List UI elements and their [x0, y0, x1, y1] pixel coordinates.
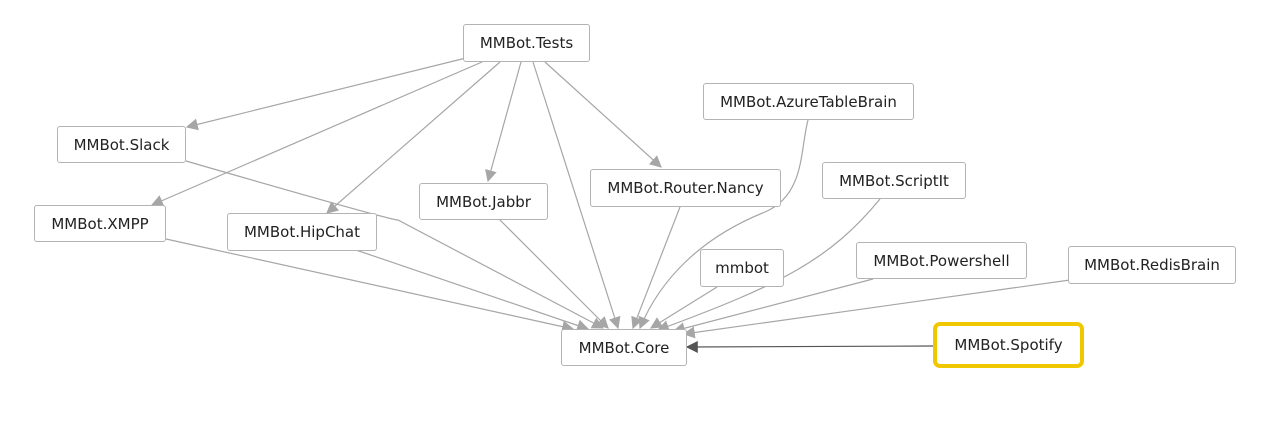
edge-azure-table-brain-to-core — [638, 119, 809, 330]
edge-spotify-to-core — [685, 340, 935, 353]
node-label: MMBot.RedisBrain — [1084, 256, 1220, 274]
node-mmbot-jabbr[interactable]: MMBot.Jabbr — [419, 183, 548, 220]
node-mmbot-redis-brain[interactable]: MMBot.RedisBrain — [1068, 246, 1236, 284]
edge-router-nancy-to-core — [631, 206, 681, 330]
edge-jabbr-to-core — [498, 218, 609, 329]
node-mmbot[interactable]: mmbot — [700, 249, 784, 287]
edge-tests-to-router-nancy — [544, 61, 662, 168]
node-label: MMBot.Powershell — [873, 251, 1010, 270]
edge-redis-brain-to-core — [682, 279, 1071, 339]
edge-hipchat-to-core — [352, 248, 590, 332]
node-label: MMBot.Router.Nancy — [607, 179, 764, 197]
edge-slack-to-core — [185, 160, 605, 329]
node-mmbot-slack[interactable]: MMBot.Slack — [57, 126, 186, 163]
node-label: MMBot.AzureTableBrain — [720, 92, 897, 111]
node-label: MMBot.Jabbr — [436, 192, 531, 211]
node-label: MMBot.Tests — [479, 34, 574, 52]
node-label: MMBot.Slack — [73, 135, 170, 154]
node-label: MMBot.HipChat — [243, 223, 361, 241]
edge-tests-to-core — [532, 61, 621, 330]
edge-tests-to-slack — [185, 57, 467, 131]
edge-xmpp-to-core — [165, 238, 575, 333]
node-label: mmbot — [715, 259, 769, 277]
node-mmbot-tests[interactable]: MMBot.Tests — [463, 24, 590, 62]
edge-scriptit-to-core — [656, 198, 881, 332]
node-label: MMBot.Core — [578, 338, 670, 357]
node-mmbot-powershell[interactable]: MMBot.Powershell — [856, 242, 1027, 279]
node-label: MMBot.ScriptIt — [839, 171, 949, 190]
edge-tests-to-jabbr — [485, 61, 522, 183]
node-label: MMBot.XMPP — [51, 214, 149, 233]
node-mmbot-azure-table-brain[interactable]: MMBot.AzureTableBrain — [703, 83, 914, 120]
node-mmbot-scriptit[interactable]: MMBot.ScriptIt — [822, 162, 966, 199]
node-mmbot-xmpp[interactable]: MMBot.XMPP — [34, 205, 166, 242]
edge-tests-to-hipchat — [326, 61, 501, 214]
edge-tests-to-xmpp — [150, 61, 483, 207]
node-mmbot-core[interactable]: MMBot.Core — [561, 329, 687, 366]
node-mmbot-hipchat[interactable]: MMBot.HipChat — [227, 213, 377, 251]
node-mmbot-spotify[interactable]: MMBot.Spotify — [933, 322, 1084, 368]
edge-powershell-to-core — [672, 278, 874, 335]
node-mmbot-router-nancy[interactable]: MMBot.Router.Nancy — [590, 169, 781, 207]
node-label: MMBot.Spotify — [954, 336, 1063, 354]
